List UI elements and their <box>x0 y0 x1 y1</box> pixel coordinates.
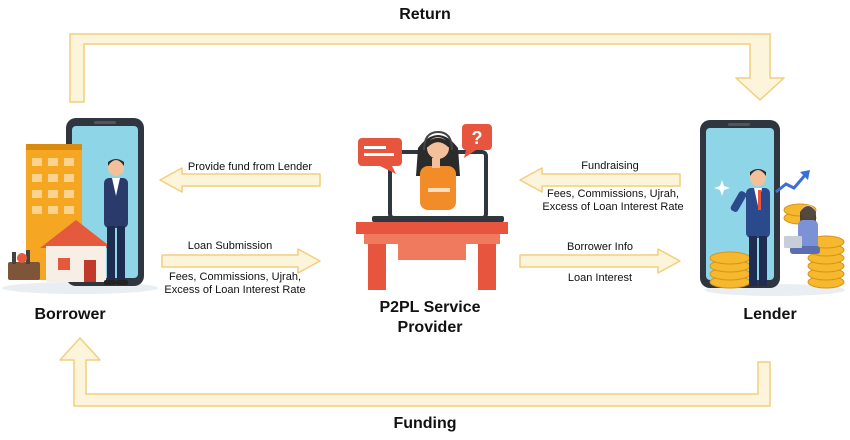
borrower-illustration <box>2 118 158 294</box>
borrower-fees-line1: Fees, Commissions, Ujrah, <box>168 271 302 283</box>
funding-flow-arrow <box>59 337 771 407</box>
trend-arrow-icon <box>775 173 808 194</box>
return-flow-arrow <box>69 33 785 103</box>
loan-submission-label: Loan Submission <box>187 240 273 252</box>
question-bubble-icon: ? <box>462 124 492 158</box>
borrower-fees-label: Fees, Commissions, Ujrah, Excess of Loan… <box>150 271 320 297</box>
provider-illustration: ? <box>356 124 508 290</box>
provider-label-line2: Provider <box>397 319 463 336</box>
provider-label-line1: P2PL Service <box>379 299 481 316</box>
svg-text:?: ? <box>472 128 483 148</box>
return-label: Return <box>399 6 451 23</box>
lender-fees-line2: Excess of Loan Interest Rate <box>542 201 684 213</box>
loan-interest-label: Loan Interest <box>567 272 633 284</box>
loan-submission-arrow <box>161 248 321 274</box>
lender-label: Lender <box>743 306 797 323</box>
fundraising-label: Fundraising <box>581 160 639 172</box>
lender-illustration <box>700 120 845 296</box>
provider-label: P2PL Service Provider <box>350 298 510 338</box>
borrower-fees-line2: Excess of Loan Interest Rate <box>164 284 306 296</box>
house <box>40 220 112 248</box>
fundraising-arrow <box>519 167 681 193</box>
borrower-label: Borrower <box>34 306 106 323</box>
provide-fund-arrow <box>159 167 321 193</box>
funding-label: Funding <box>393 415 457 432</box>
desk <box>356 222 508 234</box>
lender-fees-line1: Fees, Commissions, Ujrah, <box>546 188 680 200</box>
borrower-info-arrow <box>519 248 681 274</box>
borrower-info-label: Borrower Info <box>566 241 634 253</box>
headset-icon <box>423 130 453 151</box>
speech-bubble-icon <box>358 138 402 174</box>
provide-fund-label: Provide fund from Lender <box>187 161 313 173</box>
lender-fees-label: Fees, Commissions, Ujrah, Excess of Loan… <box>528 188 698 214</box>
